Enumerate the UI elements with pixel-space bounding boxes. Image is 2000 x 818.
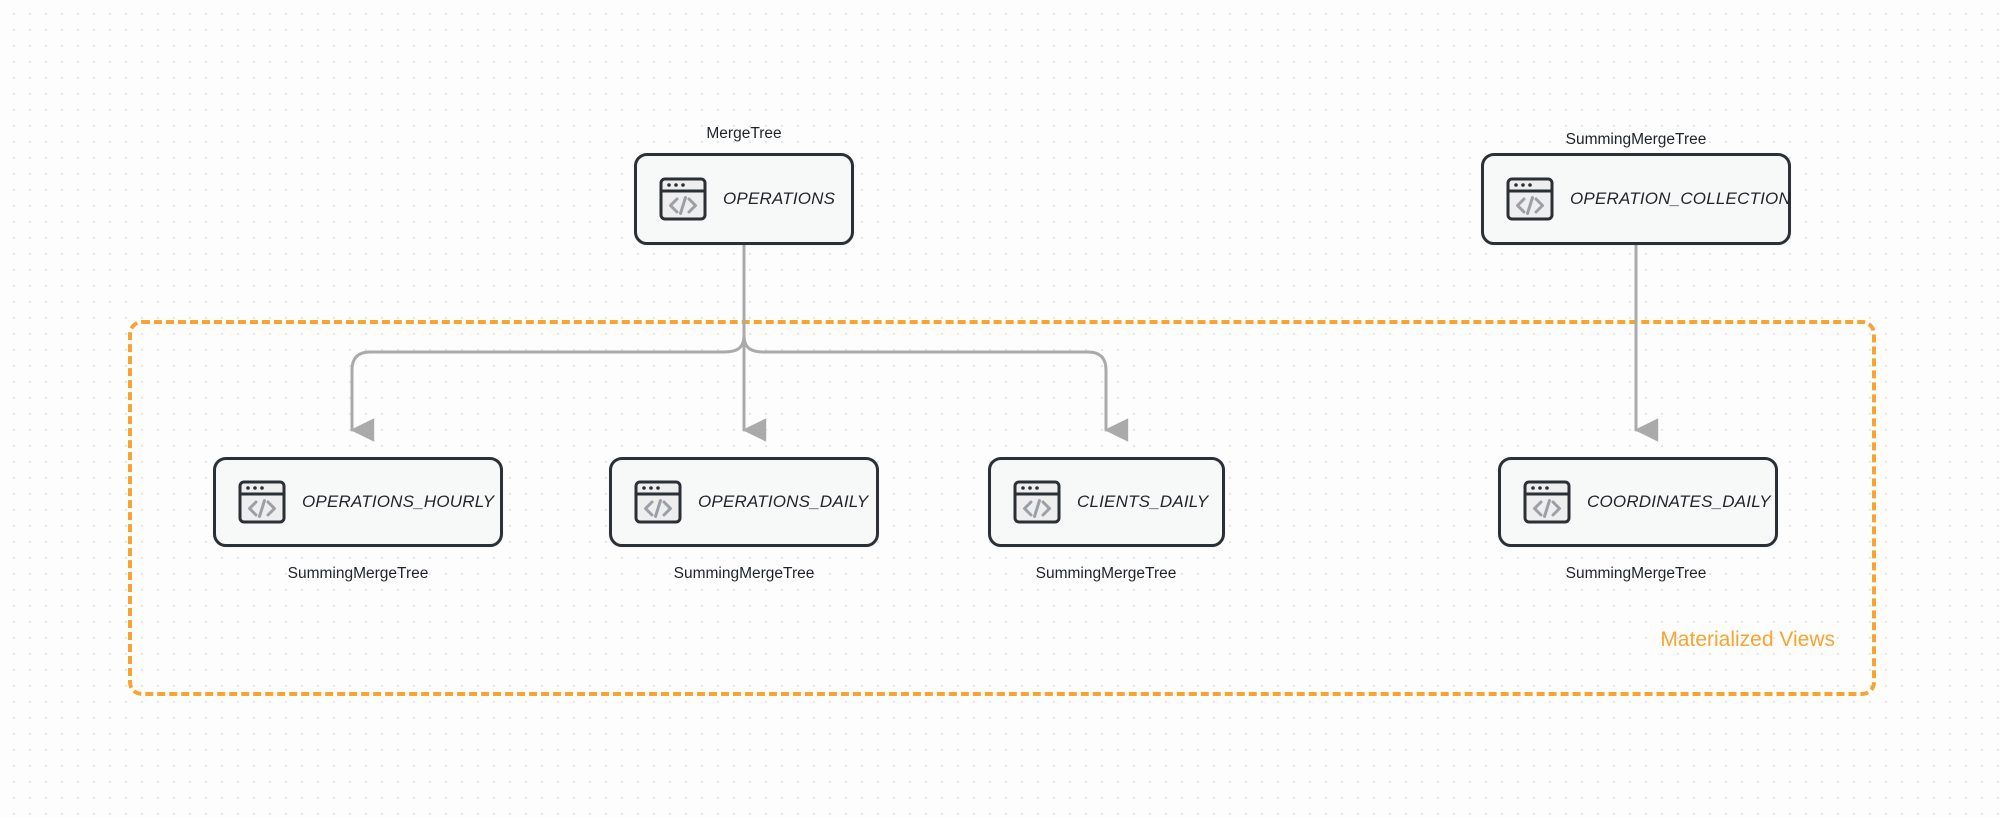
code-window-icon	[634, 480, 682, 524]
table-node-label: OPERATIONS	[723, 189, 836, 208]
table-node-operation_collection[interactable]: OPERATION_COLLECTION	[1481, 153, 1791, 245]
table-node-operations[interactable]: OPERATIONS	[634, 153, 854, 245]
code-window-icon	[238, 480, 286, 524]
table-node-clients_daily[interactable]: CLIENTS_DAILY	[988, 457, 1225, 547]
code-window-icon	[659, 177, 707, 221]
materialized-views-group-label: Materialized Views	[1660, 628, 1835, 651]
engine-caption-clients_daily: SummingMergeTree	[1035, 565, 1177, 582]
engine-caption-operations_daily: SummingMergeTree	[673, 565, 815, 582]
engine-caption-coordinates_daily: SummingMergeTree	[1565, 565, 1707, 582]
table-node-label: CLIENTS_DAILY	[1077, 492, 1209, 511]
code-window-icon	[1523, 480, 1571, 524]
table-node-operations_hourly[interactable]: OPERATIONS_HOURLY	[213, 457, 503, 547]
materialized-views-group	[128, 320, 1876, 696]
table-node-coordinates_daily[interactable]: COORDINATES_DAILY	[1498, 457, 1778, 547]
code-window-icon	[1506, 177, 1554, 221]
table-node-label: OPERATIONS_DAILY	[698, 492, 869, 511]
code-window-icon	[1013, 480, 1061, 524]
table-node-label: OPERATION_COLLECTION	[1570, 189, 1791, 208]
table-node-operations_daily[interactable]: OPERATIONS_DAILY	[609, 457, 879, 547]
engine-caption-operations_hourly: SummingMergeTree	[287, 565, 429, 582]
engine-caption-operations: MergeTree	[706, 125, 782, 142]
table-node-label: COORDINATES_DAILY	[1587, 492, 1771, 511]
engine-caption-operation_collection: SummingMergeTree	[1565, 131, 1707, 148]
table-node-label: OPERATIONS_HOURLY	[302, 492, 495, 511]
